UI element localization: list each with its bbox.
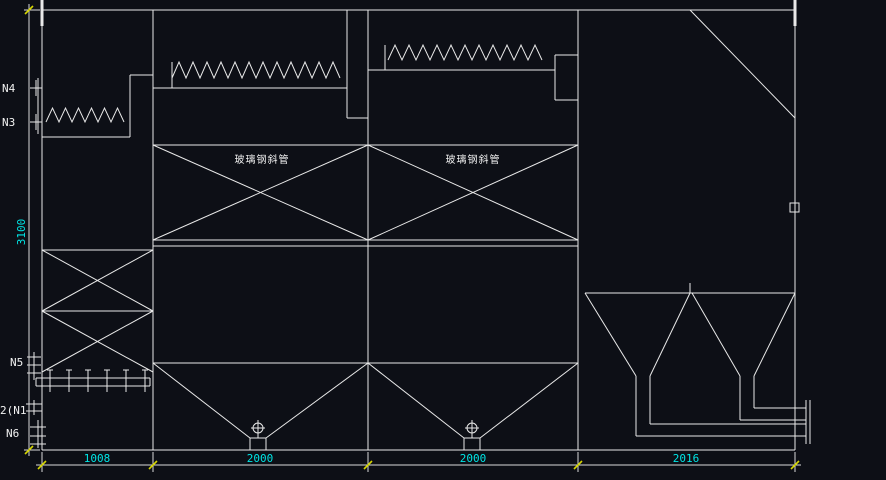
dim-text-2000-b: 2000	[460, 452, 487, 465]
interior-walls	[152, 10, 800, 450]
nozzle-label-n5: N5	[10, 356, 23, 369]
nozzle-fittings	[26, 352, 151, 448]
weir-zigzag-cell2	[387, 43, 543, 62]
nozzle-label-n1: 2(N1	[0, 404, 27, 417]
weir-zigzag-cell1	[171, 60, 341, 80]
sludge-funnel-cell	[584, 9, 811, 444]
dim-text-3100: 3100	[15, 219, 28, 246]
dimension-left: 3100	[15, 4, 40, 456]
weir-zigzag-left	[45, 106, 125, 124]
nozzle-label-n3: N3	[2, 116, 15, 129]
nozzle-label-n6: N6	[6, 427, 19, 440]
dim-text-1008: 1008	[84, 452, 111, 465]
drain-valve-icon	[251, 420, 265, 438]
inlet-cell-structure	[30, 74, 154, 373]
drain-valve-icon	[465, 420, 479, 438]
settling-cell-2	[367, 43, 579, 450]
nozzle-label-n4: N4	[2, 82, 16, 95]
dim-text-2000-a: 2000	[247, 452, 274, 465]
tube-module-labels: 玻璃钢斜管 玻璃钢斜管	[235, 153, 501, 166]
settling-cell-1	[152, 60, 369, 450]
dim-text-2016: 2016	[673, 452, 700, 465]
dimension-bottom: 1008 2000 2000 2016	[36, 452, 801, 472]
tank-outline	[40, 0, 797, 451]
tube-module-label-left: 玻璃钢斜管	[235, 153, 290, 166]
nozzle-labels: N4 N3 N5 2(N1 N6	[0, 82, 27, 440]
tube-module-label-right: 玻璃钢斜管	[446, 153, 501, 166]
